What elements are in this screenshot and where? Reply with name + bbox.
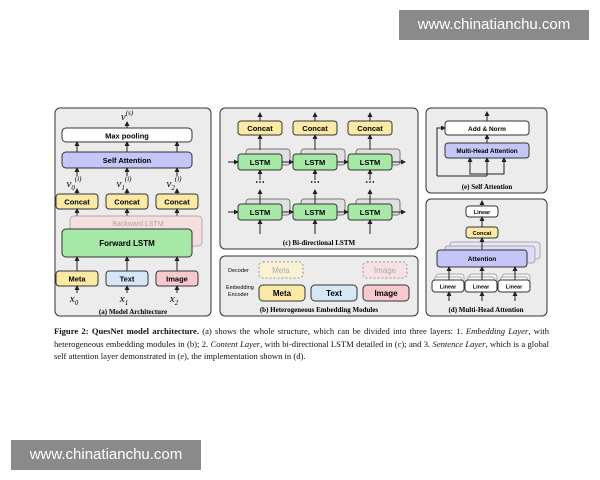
concat-c-1: Concat [302,124,328,133]
concat-d-label: Concat [473,231,492,237]
panel-d-caption: (d) Multi-Head Attention [448,306,523,314]
concat-a-0: Concat [64,198,90,207]
dots-0: ⋯ [255,177,265,188]
architecture-figure: v(s) Max pooling Self Attention v0(i) v1(… [54,107,548,317]
max-pooling-label: Max pooling [105,132,149,141]
concat-c-2: Concat [357,124,383,133]
dots-2: ⋯ [365,177,375,188]
figure-caption: Figure 2: QuesNet model architecture. (a… [54,326,550,361]
lstm-lower-1: LSTM [305,208,325,217]
x-var-0: x0 [69,293,79,307]
attention-label: Attention [468,256,497,263]
embedding-label: Embedding [226,285,254,291]
lstm-lower-2: LSTM [360,208,380,217]
image-decoder-label: Image [374,266,397,275]
panel-b-embedding-modules: Decoder Embedding Encoder Meta Image Met… [219,255,419,317]
lstm-lower-0: LSTM [250,208,270,217]
add-norm-label: Add & Norm [468,126,506,133]
panel-e-self-attention: Add & Norm Multi-Head Attention (e) Self… [425,107,548,194]
panel-e-caption: (e) Self Attention [462,183,513,191]
x-var-2: x2 [169,293,179,307]
input-meta: Meta [68,275,86,284]
lstm-upper-2: LSTM [360,158,380,167]
linear-head-1: Linear [473,285,490,291]
text-encoder-label: Text [326,289,342,298]
concat-a-2: Concat [164,198,190,207]
panel-b-caption: (b) Heterogeneous Embedding Modules [260,306,379,314]
meta-encoder-label: Meta [273,289,292,298]
sentence-vector-label: v(s) [121,109,134,123]
encoder-label: Encoder [228,292,249,298]
v-var-1: v1(i) [117,175,133,192]
concat-a-1: Concat [114,198,140,207]
input-text: Text [120,275,135,284]
lstm-upper-1: LSTM [305,158,325,167]
concat-c-0: Concat [247,124,273,133]
image-encoder-label: Image [374,289,398,298]
panel-a-caption: (a) Model Architecture [99,308,167,316]
decoder-label: Decoder [228,268,249,274]
watermark-top: www.chinatianchu.com [399,10,589,40]
x-var-1: x1 [119,293,128,307]
linear-top-label: Linear [474,210,491,216]
v-var-0: v0(i) [67,175,83,192]
lstm-upper-0: LSTM [250,158,270,167]
input-image: Image [166,275,188,284]
dots-1: ⋯ [310,177,320,188]
meta-decoder-label: Meta [272,266,290,275]
backward-lstm-label: Backward LSTM [112,221,164,228]
linear-head-0: Linear [440,285,457,291]
watermark-bottom: www.chinatianchu.com [11,440,201,470]
panel-a-model-architecture: v(s) Max pooling Self Attention v0(i) v1(… [54,107,212,317]
panel-c-caption: (c) Bi-directional LSTM [283,239,356,247]
forward-lstm-label: Forward LSTM [99,239,155,248]
v-var-2: v2(i) [167,175,183,192]
linear-head-2: Linear [506,285,523,291]
multi-head-attention-label: Multi-Head Attention [456,148,517,155]
self-attention-label: Self Attention [103,156,152,165]
